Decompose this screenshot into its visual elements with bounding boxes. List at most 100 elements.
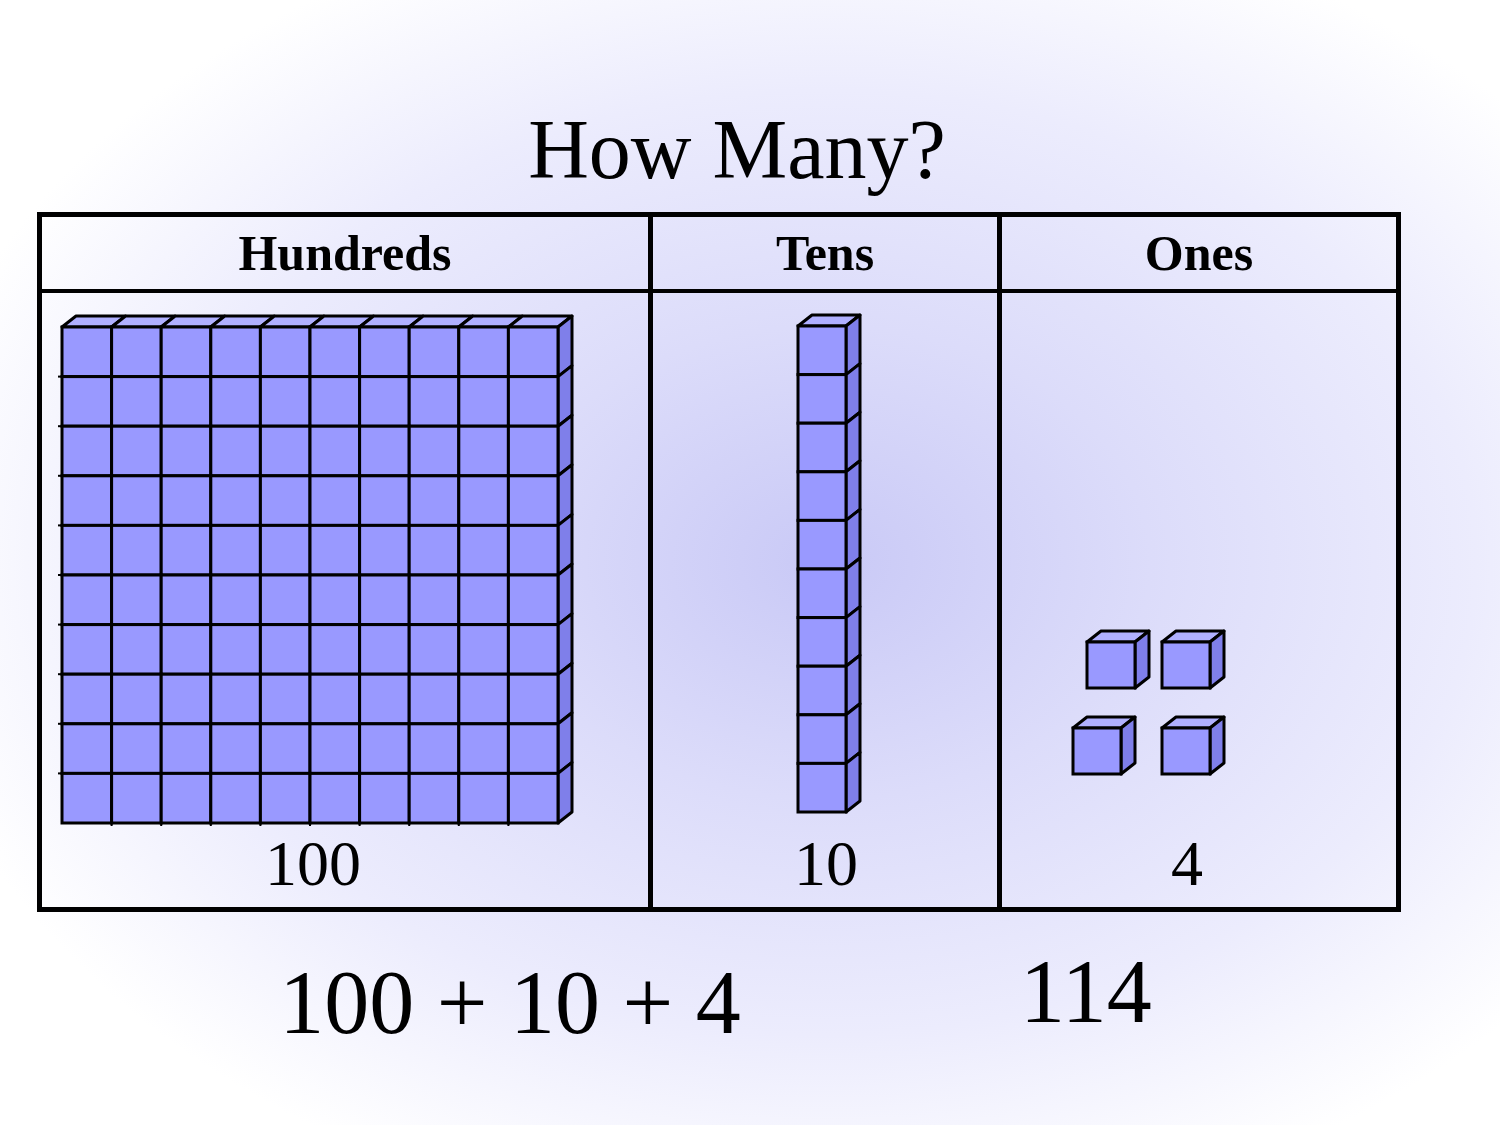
cube-front [508,773,558,823]
cube-front [798,423,846,472]
title: How Many? [528,108,946,192]
cube-front [508,724,558,774]
column-header: Hundreds [42,217,648,293]
place-value-column: Hundreds 100 [37,212,653,912]
cube-front [310,327,360,377]
edge-tick [408,823,410,826]
cube-front [360,674,410,724]
edge-tick [309,823,311,826]
cube-front [409,674,459,724]
cube-front [459,773,509,823]
edge-tick [359,823,361,826]
edge-tick [58,673,62,675]
cube-front [161,625,211,675]
cube-front [161,674,211,724]
cube-front [360,625,410,675]
cube-front [459,625,509,675]
cube-front [409,724,459,774]
cube-side [558,762,572,823]
unit-cubes [1073,631,1224,774]
place-name: Tens [776,228,874,278]
cube-front [211,476,261,526]
cube-front [211,426,261,476]
cube-front [310,525,360,575]
cube-front [62,327,112,377]
cube-front [459,327,509,377]
cube-front [112,327,162,377]
cube-front [310,724,360,774]
cube-front [798,666,846,715]
hundred-flat [58,316,572,826]
cube-front [360,773,410,823]
cube-front [360,426,410,476]
cube-front [1162,642,1210,688]
cube-front [798,618,846,667]
cube-front [508,327,558,377]
cube-front [161,773,211,823]
cube-front [409,773,459,823]
cube-front [508,575,558,625]
cube-side [1210,717,1224,774]
cube-front [62,724,112,774]
column-header: Tens [653,217,997,293]
place-value-number: 100 [265,832,361,896]
cube-front [260,724,310,774]
edge-tick [58,475,62,477]
edge-tick [160,823,162,826]
cube-front [112,575,162,625]
cube-front [508,674,558,724]
cube-front [310,476,360,526]
cube-front [62,773,112,823]
cube-front [409,476,459,526]
cube-side [1210,631,1224,688]
cube-front [112,525,162,575]
cube-front [112,674,162,724]
cube-front [1162,728,1210,774]
cube-front [360,327,410,377]
cube-front [310,674,360,724]
cube-front [112,773,162,823]
cube-front [161,476,211,526]
edge-tick [58,574,62,576]
cube-front [508,476,558,526]
edge-tick [58,772,62,774]
cube-front [112,476,162,526]
cube-front [459,377,509,427]
cube-front [798,715,846,764]
place-value-number: 10 [794,832,858,896]
cube-front [211,327,261,377]
cube-front [260,426,310,476]
cube-front [360,575,410,625]
cube-side [1121,717,1135,774]
cube-front [161,377,211,427]
cube-front [62,625,112,675]
cube-front [310,377,360,427]
place-value-number: 4 [1171,832,1203,896]
cube-front [211,773,261,823]
cube-front [360,724,410,774]
cube-front [211,575,261,625]
cube-front [360,377,410,427]
cube-front [310,773,360,823]
cube-side [1135,631,1149,688]
cube-front [1073,728,1121,774]
cube-front [310,426,360,476]
cube-front [360,525,410,575]
cube-front [459,426,509,476]
place-value-column: Tens 10 [648,212,1002,912]
cube-front [798,472,846,521]
cube-front [409,625,459,675]
cube-front [161,327,211,377]
place-name: Hundreds [238,228,451,278]
ten-rod [798,315,860,812]
cube-front [260,773,310,823]
cube-front [798,569,846,618]
edge-tick [58,723,62,725]
place-value-column: Ones4 [997,212,1401,912]
cube-front [112,625,162,675]
cube-front [260,674,310,724]
cube-front [409,327,459,377]
edge-tick [458,823,460,826]
cube-front [310,625,360,675]
cube-front [409,575,459,625]
